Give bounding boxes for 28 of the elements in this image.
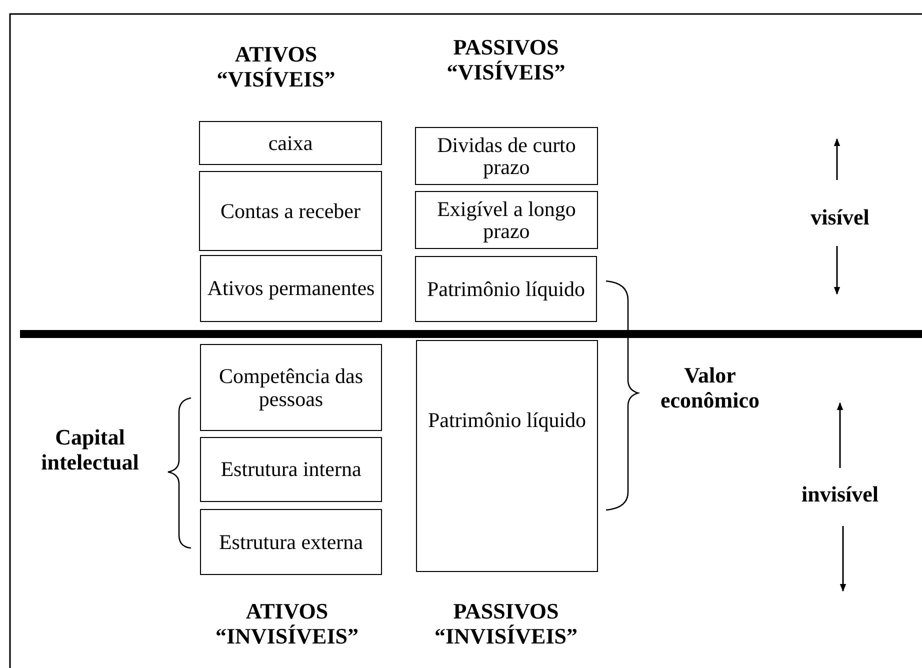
box-text: Competência das pessoas [218,365,364,410]
text-box [200,437,382,502]
text-box [416,340,598,572]
text-box [199,121,382,165]
box-text: Estrutura externa [218,530,364,554]
text-box [199,171,382,251]
box-text: Patrimônio líquido [426,278,586,300]
text-box [415,191,598,249]
text-box [200,509,382,575]
text-box [200,344,382,431]
text-box [415,256,597,322]
column-heading: PASSIVOS “VISÍVEIS” [446,35,566,85]
text-box [415,127,598,185]
box-text: Dividas de curto prazo [436,134,577,178]
box-text: caixa [267,132,314,154]
box-text: Exigível a longo prazo [436,198,577,242]
text-box [200,255,382,322]
column-heading: ATIVOS “INVISÍVEIS” [214,599,360,649]
box-text: Ativos permanentes [206,277,376,300]
box-text: Patrimônio líquido [426,409,588,432]
zone-label: invisível [800,482,880,508]
box-text: Estrutura interna [220,458,362,481]
box-text: Contas a receber [220,200,362,222]
brace-label: Valor econômico [660,363,760,413]
zone-label: visível [810,206,870,230]
column-heading: ATIVOS “VISÍVEIS” [216,42,336,92]
column-heading: PASSIVOS “INVISÍVEIS” [433,599,579,649]
brace-label: Capital intelectual [40,425,140,475]
